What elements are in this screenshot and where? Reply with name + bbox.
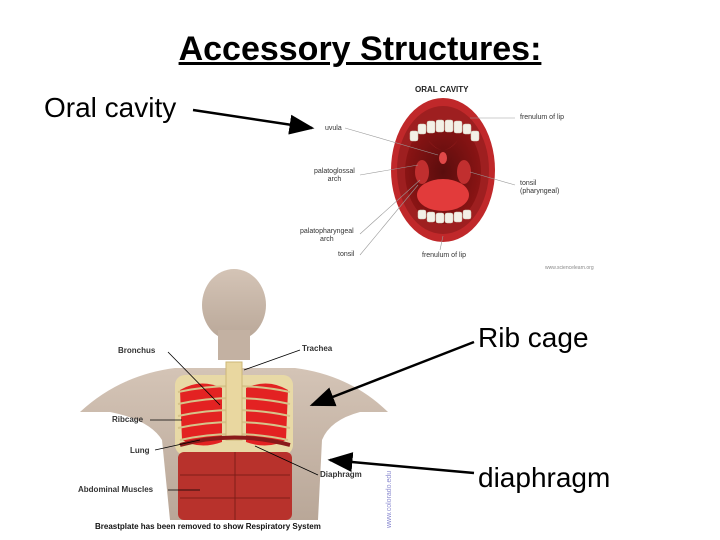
tonsil-left — [415, 160, 429, 184]
label-frenulum-bottom: frenulum of lip — [422, 252, 466, 259]
upper-teeth — [409, 119, 480, 142]
label-ribcage: Ribcage — [112, 415, 144, 424]
lower-teeth — [417, 209, 472, 224]
diaphragm-callout: diaphragm — [478, 462, 611, 493]
oral-figure-credit: www.sciencelearn.org — [545, 265, 594, 271]
label-palatopharyngeal-arch: palatopharyngeal arch — [300, 228, 354, 243]
oral-cavity-figure — [344, 98, 516, 256]
label-frenulum-top: frenulum of lip — [520, 114, 564, 121]
pointer-arrows — [192, 108, 475, 475]
trachea — [225, 361, 243, 441]
label-abdominal-muscles: Abdominal Muscles — [78, 485, 154, 494]
label-palatoglossal-arch: palatoglossal arch — [314, 168, 355, 183]
label-bronchus: Bronchus — [118, 346, 156, 355]
label-trachea: Trachea — [302, 344, 333, 353]
head — [202, 269, 266, 341]
resp-figure-caption: Breastplate has been removed to show Res… — [95, 522, 321, 531]
oral-cavity-arrow — [192, 108, 315, 135]
oral-figure-title: ORAL CAVITY — [415, 85, 469, 94]
slide-title: Accessory Structures: — [178, 30, 542, 68]
resp-figure-watermark: www.colorado.edu — [386, 470, 393, 528]
label-lung: Lung — [130, 446, 150, 455]
tonsil-right — [457, 160, 471, 184]
diaphragm-arrow — [327, 452, 475, 475]
tongue — [417, 179, 469, 211]
uvula — [439, 152, 447, 164]
label-tonsil-right: tonsil (pharyngeal) — [520, 180, 560, 195]
label-diaphragm: Diaphragm — [320, 470, 362, 479]
rib-cage-callout: Rib cage — [478, 322, 589, 353]
label-uvula: uvula — [325, 125, 342, 132]
oral-cavity-callout: Oral cavity — [44, 92, 177, 123]
label-tonsil-left: tonsil — [338, 251, 355, 258]
rib-cage-arrow — [309, 340, 475, 407]
